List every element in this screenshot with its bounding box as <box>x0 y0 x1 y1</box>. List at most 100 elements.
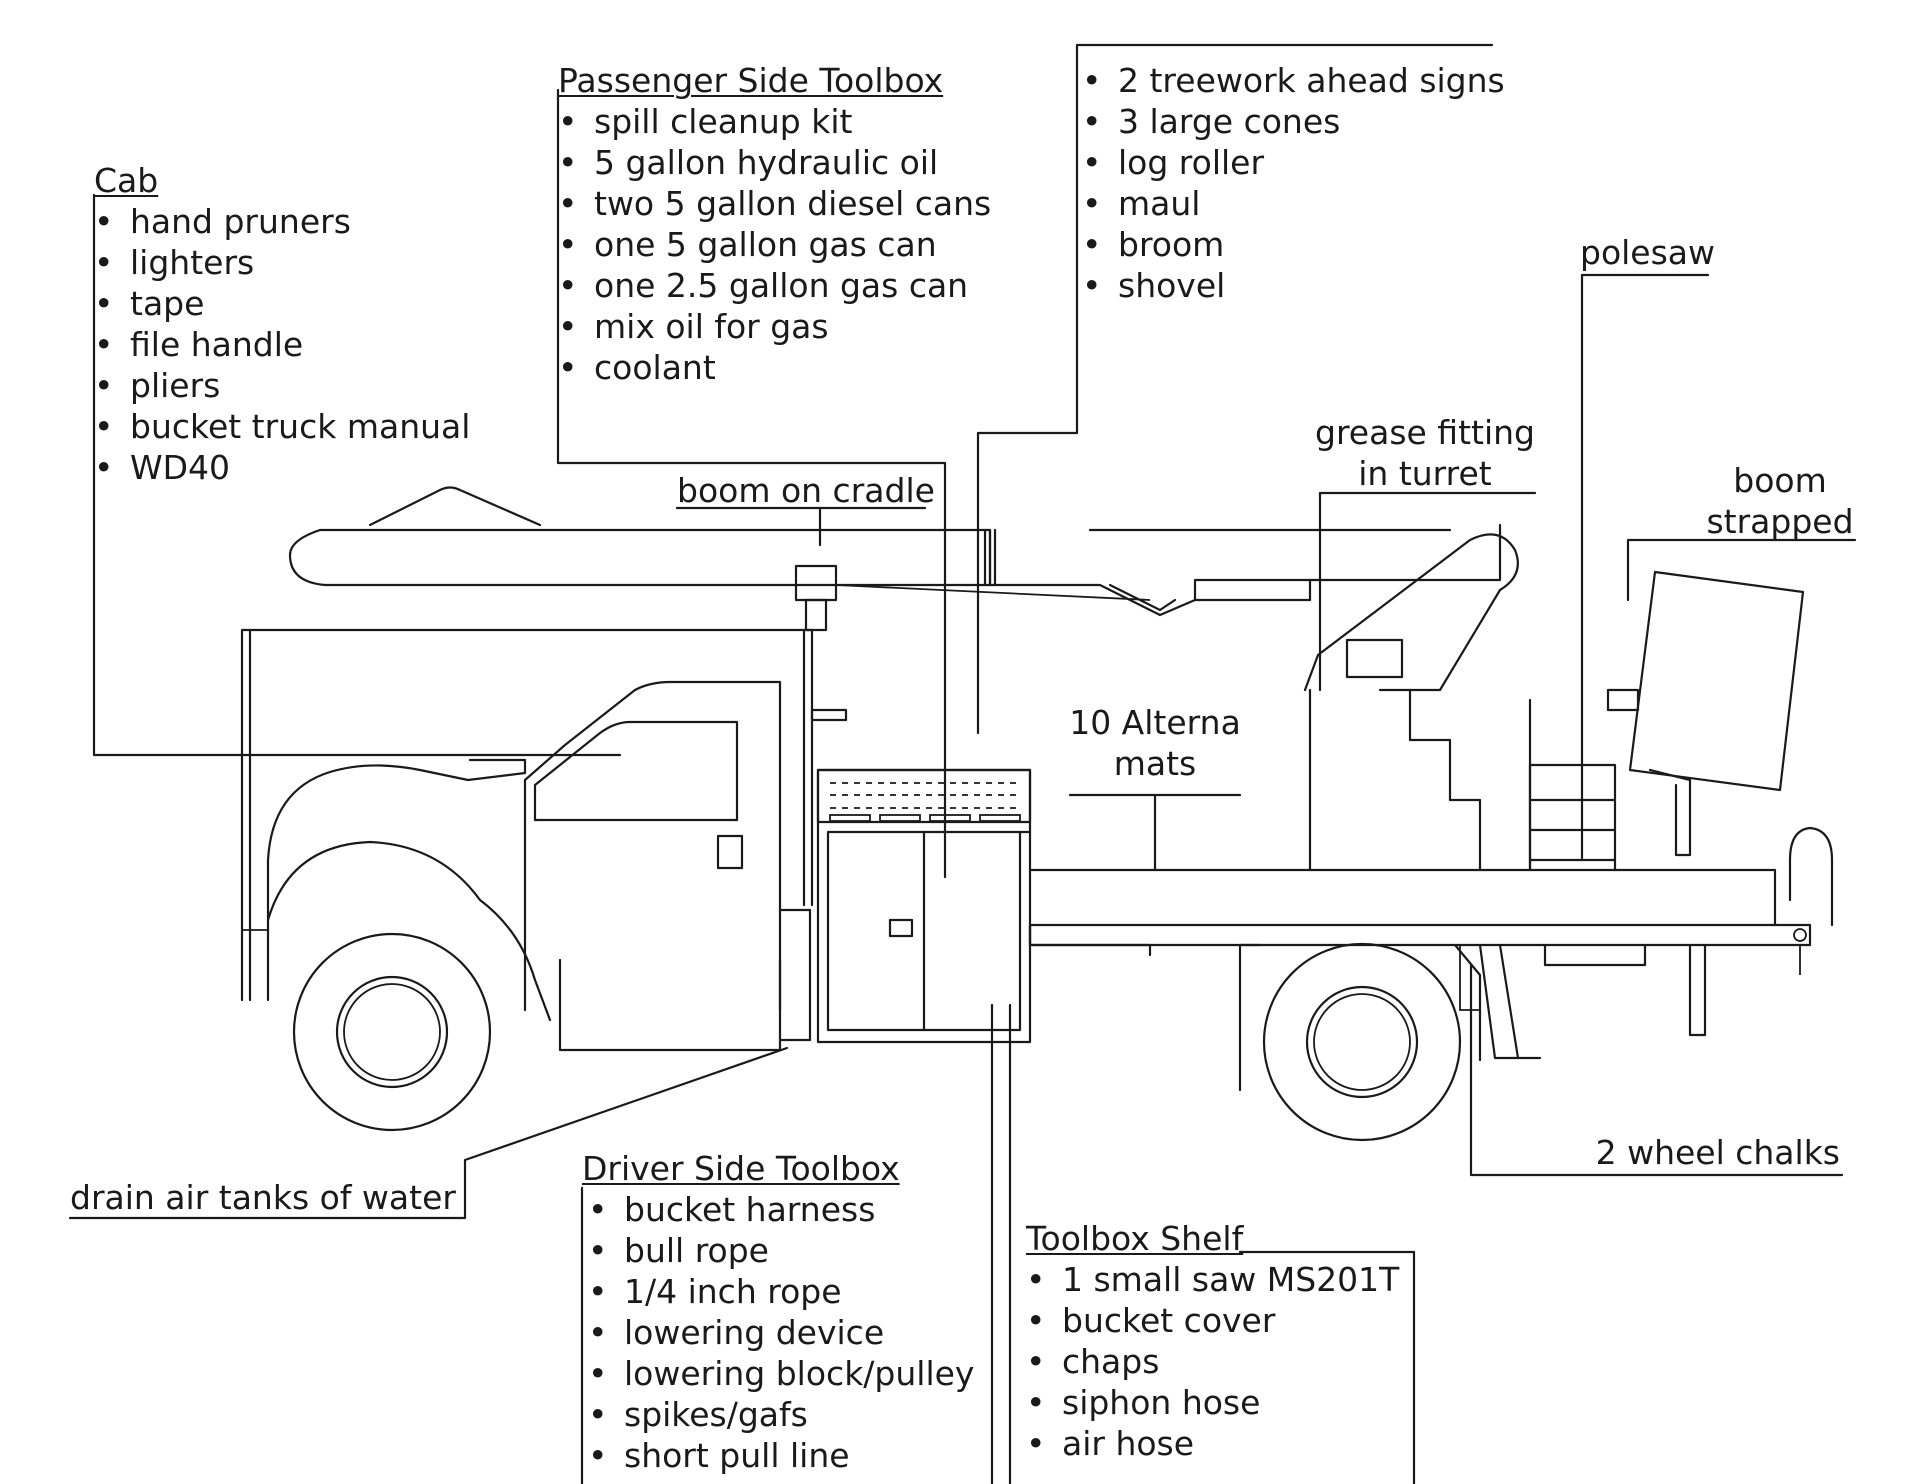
driver-toolbox-box <box>580 1003 994 1484</box>
front-wheel-inner <box>343 983 441 1081</box>
bucket-mount <box>1606 688 1640 712</box>
turret-column <box>1308 688 1482 872</box>
rear-light <box>1788 826 1834 927</box>
list-item: mix oil for gas <box>558 306 991 347</box>
outrigger <box>1478 943 1542 1060</box>
list-item: siphon hose <box>1026 1382 1399 1423</box>
driver-toolbox-list: bucket harness bull rope 1/4 inch rope l… <box>588 1189 974 1476</box>
list-item: WD40 <box>94 447 470 488</box>
bed-lower <box>1028 923 1812 947</box>
list-item: bucket harness <box>588 1189 974 1230</box>
grease-label: grease fitting in turret <box>1315 413 1535 493</box>
cab-callout: Cab hand pruners lighters tape file hand… <box>94 160 470 488</box>
list-item: 3 large cones <box>1082 101 1505 142</box>
list-item: 1/4 inch rope <box>588 1271 974 1312</box>
list-item: lighters <box>94 242 470 283</box>
bucket <box>1628 570 1805 792</box>
rear-step <box>1543 943 1647 967</box>
boom-strapped-label: boom strapped <box>1706 461 1854 541</box>
chassis <box>1028 923 1152 957</box>
wheel-chalks-leader <box>1469 963 1844 1177</box>
list-item: one 2.5 gallon gas can <box>558 265 991 306</box>
boom-hook <box>1193 578 1312 602</box>
front-fender <box>266 840 552 1022</box>
cab-body <box>523 680 782 1012</box>
cab-list: hand pruners lighters tape file handle p… <box>94 201 470 488</box>
list-item: lowering device <box>588 1312 974 1353</box>
driver-toolbox-callout: Driver Side Toolbox bucket harness bull … <box>582 1148 974 1476</box>
list-item: bucket cover <box>1026 1300 1399 1341</box>
list-item: tape <box>94 283 470 324</box>
passenger-toolbox-title: Passenger Side Toolbox <box>558 61 944 100</box>
rear-wheel-hub <box>1305 985 1419 1099</box>
list-item: 5 gallon hydraulic oil <box>558 142 991 183</box>
mats-label: 10 Alterna mats <box>1069 703 1241 783</box>
list-item: 1 small saw MS201T <box>1026 1259 1399 1300</box>
boom-upper <box>988 523 1502 617</box>
rear-wheel <box>1262 942 1462 1142</box>
grease-leader <box>1318 491 1537 692</box>
list-item: maul <box>1082 183 1505 224</box>
list-item: broom <box>1082 224 1505 265</box>
drain-leader <box>68 1046 789 1220</box>
rear-items-leader <box>976 43 1494 735</box>
polesaw-leader <box>1580 273 1710 860</box>
list-item: coolant <box>558 347 991 388</box>
toolbox-vent-slots <box>830 782 1020 809</box>
rear-items-list: 2 treework ahead signs 3 large cones log… <box>1082 60 1505 306</box>
boom-lower <box>288 528 992 587</box>
list-item: bucket truck manual <box>94 406 470 447</box>
list-item: chaps <box>1026 1341 1399 1382</box>
list-item: spill cleanup kit <box>558 101 991 142</box>
list-item: bull rope <box>588 1230 974 1271</box>
front-wheel <box>292 932 492 1132</box>
step <box>778 908 812 1042</box>
passenger-toolbox-callout: Passenger Side Toolbox spill cleanup kit… <box>558 60 991 388</box>
toolbox-shelf-callout: Toolbox Shelf 1 small saw MS201T bucket … <box>1026 1218 1399 1464</box>
rear-support <box>1688 943 1707 1037</box>
boom-cradle-label: boom on cradle <box>677 471 935 510</box>
toolbox-latch <box>888 918 914 938</box>
cab-window <box>533 720 739 822</box>
bucket-leg <box>1648 768 1692 857</box>
drain-label: drain air tanks of water <box>70 1178 456 1217</box>
rear-fender <box>1238 943 1482 1092</box>
turret-arm <box>1303 533 1519 692</box>
list-item: 2 treework ahead signs <box>1082 60 1505 101</box>
ladder <box>1528 698 1617 872</box>
list-item: lowering block/pulley <box>588 1353 974 1394</box>
list-item: one 5 gallon gas can <box>558 224 991 265</box>
polesaw-label: polesaw <box>1580 233 1716 272</box>
bracket <box>810 708 848 722</box>
toolbox-shelf-list: 1 small saw MS201T bucket cover chaps si… <box>1026 1259 1399 1464</box>
list-item: log roller <box>1082 142 1505 183</box>
cab-lower <box>558 958 782 1052</box>
list-item: shovel <box>1082 265 1505 306</box>
list-item: pliers <box>94 365 470 406</box>
driver-toolbox-title: Driver Side Toolbox <box>582 1149 900 1188</box>
passenger-toolbox-list: spill cleanup kit 5 gallon hydraulic oil… <box>558 101 991 388</box>
boom-rest-cap <box>794 564 838 602</box>
list-item: spikes/gafs <box>588 1394 974 1435</box>
rear-items-callout: 2 treework ahead signs 3 large cones log… <box>1082 60 1505 306</box>
boom-rest-post <box>804 598 828 632</box>
list-item: short pull line <box>588 1435 974 1476</box>
mats-leader <box>1068 793 1242 872</box>
turret-window <box>1345 638 1404 679</box>
boom-spring <box>983 528 997 587</box>
toolbox-shelf-box <box>1008 1003 1416 1484</box>
truck-hood <box>266 758 527 922</box>
list-item: hand pruners <box>94 201 470 242</box>
boom-strapped-leader <box>1626 538 1857 602</box>
boom-cradle-leader <box>675 506 927 547</box>
headache-rack <box>240 628 814 1002</box>
list-item: air hose <box>1026 1423 1399 1464</box>
cab-handle <box>716 834 744 870</box>
wheel-chalks-label: 2 wheel chalks <box>1595 1133 1840 1172</box>
toolbox-shelf-title: Toolbox Shelf <box>1026 1219 1244 1258</box>
cab-title: Cab <box>94 161 159 200</box>
boom-cable <box>1108 583 1177 612</box>
list-item: file handle <box>94 324 470 365</box>
